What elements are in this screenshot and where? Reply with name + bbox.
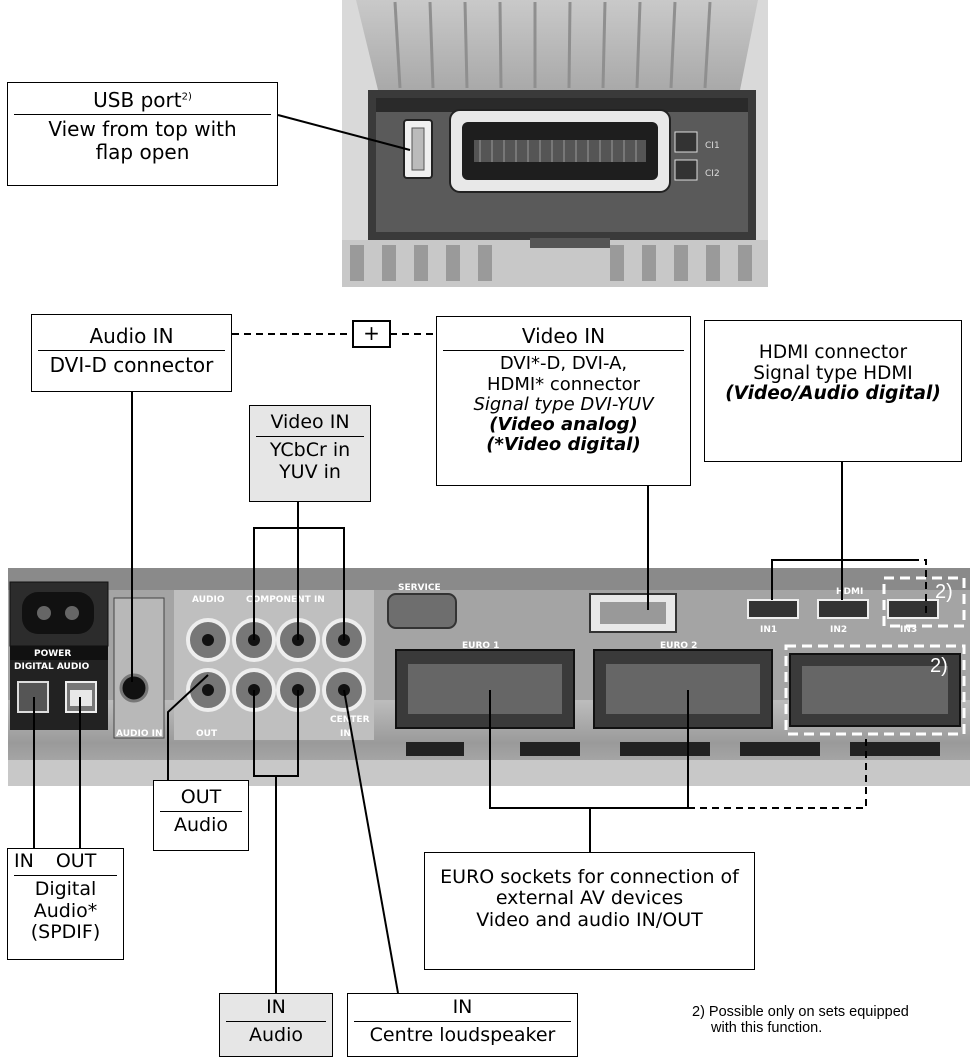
video-in-dvi-box: Video IN DVI*-D, DVI-A, HDMI* connector … xyxy=(436,316,691,486)
panel-label-power: POWER xyxy=(34,649,71,659)
usb-footnote-ref: 2) xyxy=(182,91,192,102)
divider xyxy=(256,436,364,437)
hdmi-box: HDMI connector Signal type HDMI (Video/A… xyxy=(704,320,962,462)
usb-port-line2: flap open xyxy=(8,141,277,163)
audio-in-title: Audio IN xyxy=(32,325,231,347)
video-in-dvi-line2: HDMI* connector xyxy=(437,375,690,395)
panel-label-digital-audio: DIGITAL AUDIO xyxy=(14,662,90,672)
video-in-dvi-line1: DVI*-D, DVI-A, xyxy=(437,354,690,374)
panel-label-out: OUT xyxy=(196,729,218,739)
panel-label-audio-in: AUDIO IN xyxy=(116,729,162,739)
in-centre-title: IN xyxy=(348,997,577,1018)
spdif-line1: Digital xyxy=(8,879,123,900)
spdif-box: IN OUT Digital Audio* (SPDIF) xyxy=(7,848,124,960)
divider xyxy=(354,1021,571,1022)
video-in-ycbcr-line2: YUV in xyxy=(250,462,370,483)
video-in-ycbcr-box: Video IN YCbCr in YUV in xyxy=(249,405,371,502)
euro-sockets-box: EURO sockets for connection of external … xyxy=(424,852,755,970)
euro-line3: Video and audio IN/OUT xyxy=(425,910,754,931)
in-audio-box: IN Audio xyxy=(219,993,333,1057)
panel-label-euro2: EURO 2 xyxy=(660,641,697,651)
footnote-mark-euro3: 2) xyxy=(930,655,948,677)
panel-label-ci1: CI1 xyxy=(705,141,720,151)
out-audio-box: OUT Audio xyxy=(153,780,249,851)
video-in-dvi-line3: Signal type DVI-YUV xyxy=(437,395,690,415)
video-in-ycbcr-line1: YCbCr in xyxy=(250,440,370,461)
divider xyxy=(38,350,225,351)
spdif-in-label: IN xyxy=(14,850,34,872)
euro-line1: EURO sockets for connection of xyxy=(425,867,754,888)
spdif-line2: Audio* xyxy=(8,901,123,922)
video-in-dvi-line5: (*Video digital) xyxy=(437,435,690,455)
panel-label-ci2: CI2 xyxy=(705,169,720,179)
divider xyxy=(14,114,271,115)
spdif-out-label: OUT xyxy=(56,850,96,872)
usb-port-box: USB port2) View from top with flap open xyxy=(7,82,278,186)
footnote-mark-hdmi3: 2) xyxy=(935,581,953,603)
panel-label-in: IN xyxy=(340,729,351,739)
in-audio-title: IN xyxy=(220,997,332,1018)
divider xyxy=(443,350,684,351)
panel-label-hdmi: HDMI xyxy=(836,587,863,597)
usb-port-line1: View from top with xyxy=(8,118,277,140)
in-audio-line1: Audio xyxy=(220,1025,332,1046)
out-audio-title: OUT xyxy=(154,787,248,808)
panel-label-audio: AUDIO xyxy=(192,595,225,605)
footnote-line1: 2) Possible only on sets equipped xyxy=(692,1004,909,1020)
panel-label-euro1: EURO 1 xyxy=(462,641,499,651)
hdmi-line3: (Video/Audio digital) xyxy=(705,384,961,405)
panel-label-in3: IN3 xyxy=(900,625,917,635)
in-centre-box: IN Centre loudspeaker xyxy=(347,993,578,1057)
footnote: 2) Possible only on sets equipped with t… xyxy=(692,1005,909,1037)
hdmi-line1: HDMI connector xyxy=(705,343,961,364)
euro-line2: external AV devices xyxy=(425,888,754,909)
audio-in-dvi-box: Audio IN DVI-D connector xyxy=(31,314,232,392)
panel-label-center: CENTER xyxy=(330,715,370,725)
panel-label-service: SERVICE xyxy=(398,583,441,593)
divider xyxy=(14,875,117,876)
video-in-dvi-title: Video IN xyxy=(437,325,690,347)
footnote-line2: with this function. xyxy=(692,1021,909,1037)
spdif-in-out: IN OUT xyxy=(8,851,123,872)
divider xyxy=(226,1021,326,1022)
usb-port-title: USB port2) xyxy=(8,89,277,111)
plus-symbol: + xyxy=(353,321,390,347)
panel-label-in1: IN1 xyxy=(760,625,777,635)
audio-in-line1: DVI-D connector xyxy=(32,354,231,376)
video-in-ycbcr-title: Video IN xyxy=(250,412,370,433)
out-audio-line1: Audio xyxy=(154,815,248,836)
hdmi-line2: Signal type HDMI xyxy=(705,364,961,385)
in-centre-line1: Centre loudspeaker xyxy=(348,1025,577,1046)
divider xyxy=(160,811,242,812)
panel-label-in2: IN2 xyxy=(830,625,847,635)
video-in-dvi-line4: (Video analog) xyxy=(437,415,690,435)
spdif-line3: (SPDIF) xyxy=(8,922,123,943)
panel-label-component-in: COMPONENT IN xyxy=(246,595,325,605)
